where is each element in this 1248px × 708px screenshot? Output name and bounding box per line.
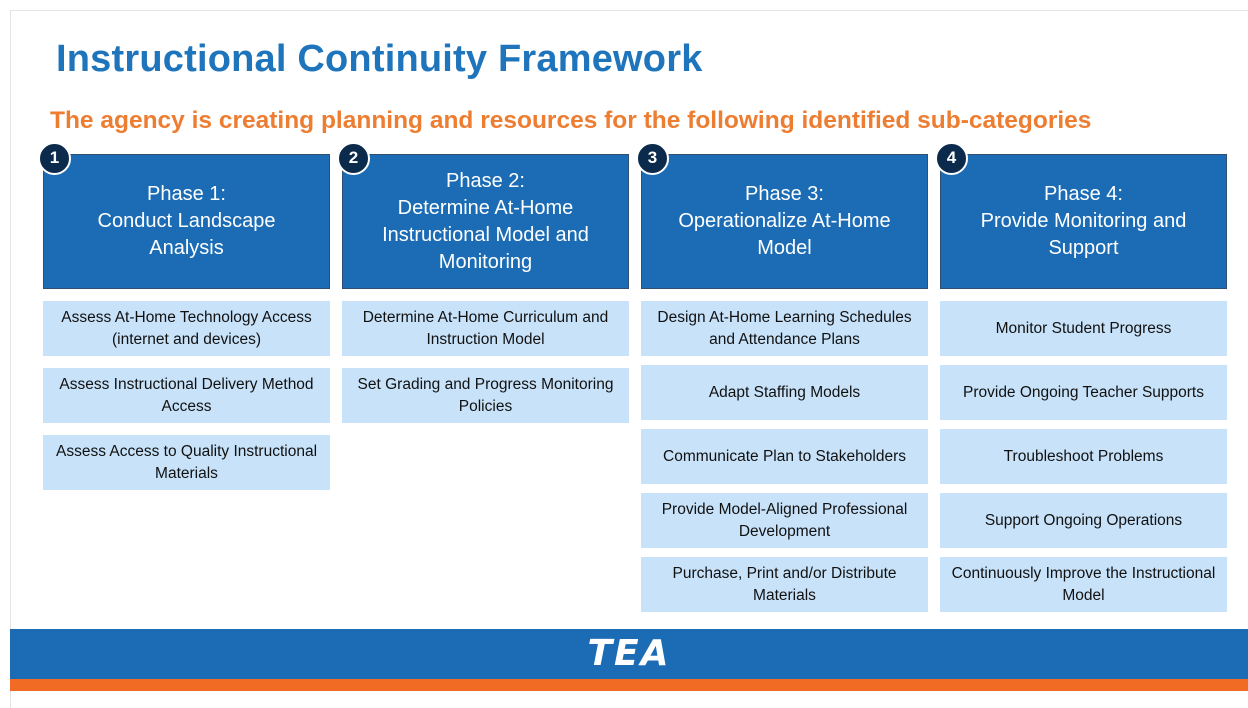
phase-number-badge: 3 — [636, 142, 669, 175]
page-subtitle: The agency is creating planning and reso… — [50, 107, 1092, 134]
phase-column-1: 1 Phase 1: Conduct Landscape Analysis As… — [38, 142, 330, 502]
sub-category-list: Assess At-Home Technology Access (intern… — [43, 301, 330, 490]
phase-header-3: 3 Phase 3: Operationalize At-Home Model — [636, 142, 928, 289]
sub-category-item: Set Grading and Progress Monitoring Poli… — [342, 368, 629, 423]
phase-number-badge: 4 — [935, 142, 968, 175]
page-title: Instructional Continuity Framework — [56, 38, 703, 80]
phase-title: Phase 4: Provide Monitoring and Support — [980, 183, 1187, 259]
phase-title: Phase 3: Operationalize At-Home Model — [678, 183, 891, 259]
sub-category-item: Assess At-Home Technology Access (intern… — [43, 301, 330, 356]
footer-bar: TEA — [10, 629, 1248, 679]
sub-category-item: Support Ongoing Operations — [940, 493, 1227, 548]
slide-border-left — [10, 10, 11, 708]
phase-column-2: 2 Phase 2: Determine At-Home Instruction… — [337, 142, 629, 435]
tea-logo: TEA — [587, 633, 671, 674]
sub-category-list: Design At-Home Learning Schedules and At… — [641, 301, 928, 612]
phase-header-4: 4 Phase 4: Provide Monitoring and Suppor… — [935, 142, 1227, 289]
slide-border-top — [10, 10, 1248, 11]
sub-category-list: Determine At-Home Curriculum and Instruc… — [342, 301, 629, 423]
sub-category-item: Provide Ongoing Teacher Supports — [940, 365, 1227, 420]
sub-category-item: Determine At-Home Curriculum and Instruc… — [342, 301, 629, 356]
phase-header-2: 2 Phase 2: Determine At-Home Instruction… — [337, 142, 629, 289]
sub-category-item: Assess Instructional Delivery Method Acc… — [43, 368, 330, 423]
phase-header-1: 1 Phase 1: Conduct Landscape Analysis — [38, 142, 330, 289]
phase-number-badge: 1 — [38, 142, 71, 175]
sub-category-item: Communicate Plan to Stakeholders — [641, 429, 928, 484]
phase-title: Phase 1: Conduct Landscape Analysis — [97, 183, 276, 259]
phase-title: Phase 2: Determine At-Home Instructional… — [382, 169, 589, 273]
sub-category-item: Design At-Home Learning Schedules and At… — [641, 301, 928, 356]
sub-category-item: Purchase, Print and/or Distribute Materi… — [641, 557, 928, 612]
sub-category-item: Provide Model-Aligned Professional Devel… — [641, 493, 928, 548]
sub-category-item: Adapt Staffing Models — [641, 365, 928, 420]
sub-category-list: Monitor Student Progress Provide Ongoing… — [940, 301, 1227, 612]
sub-category-item: Troubleshoot Problems — [940, 429, 1227, 484]
phase-number-badge: 2 — [337, 142, 370, 175]
footer-stripe — [10, 679, 1248, 691]
sub-category-item: Assess Access to Quality Instructional M… — [43, 435, 330, 490]
phase-column-3: 3 Phase 3: Operationalize At-Home Model … — [636, 142, 928, 621]
phase-column-4: 4 Phase 4: Provide Monitoring and Suppor… — [935, 142, 1227, 621]
sub-category-item: Monitor Student Progress — [940, 301, 1227, 356]
sub-category-item: Continuously Improve the Instructional M… — [940, 557, 1227, 612]
